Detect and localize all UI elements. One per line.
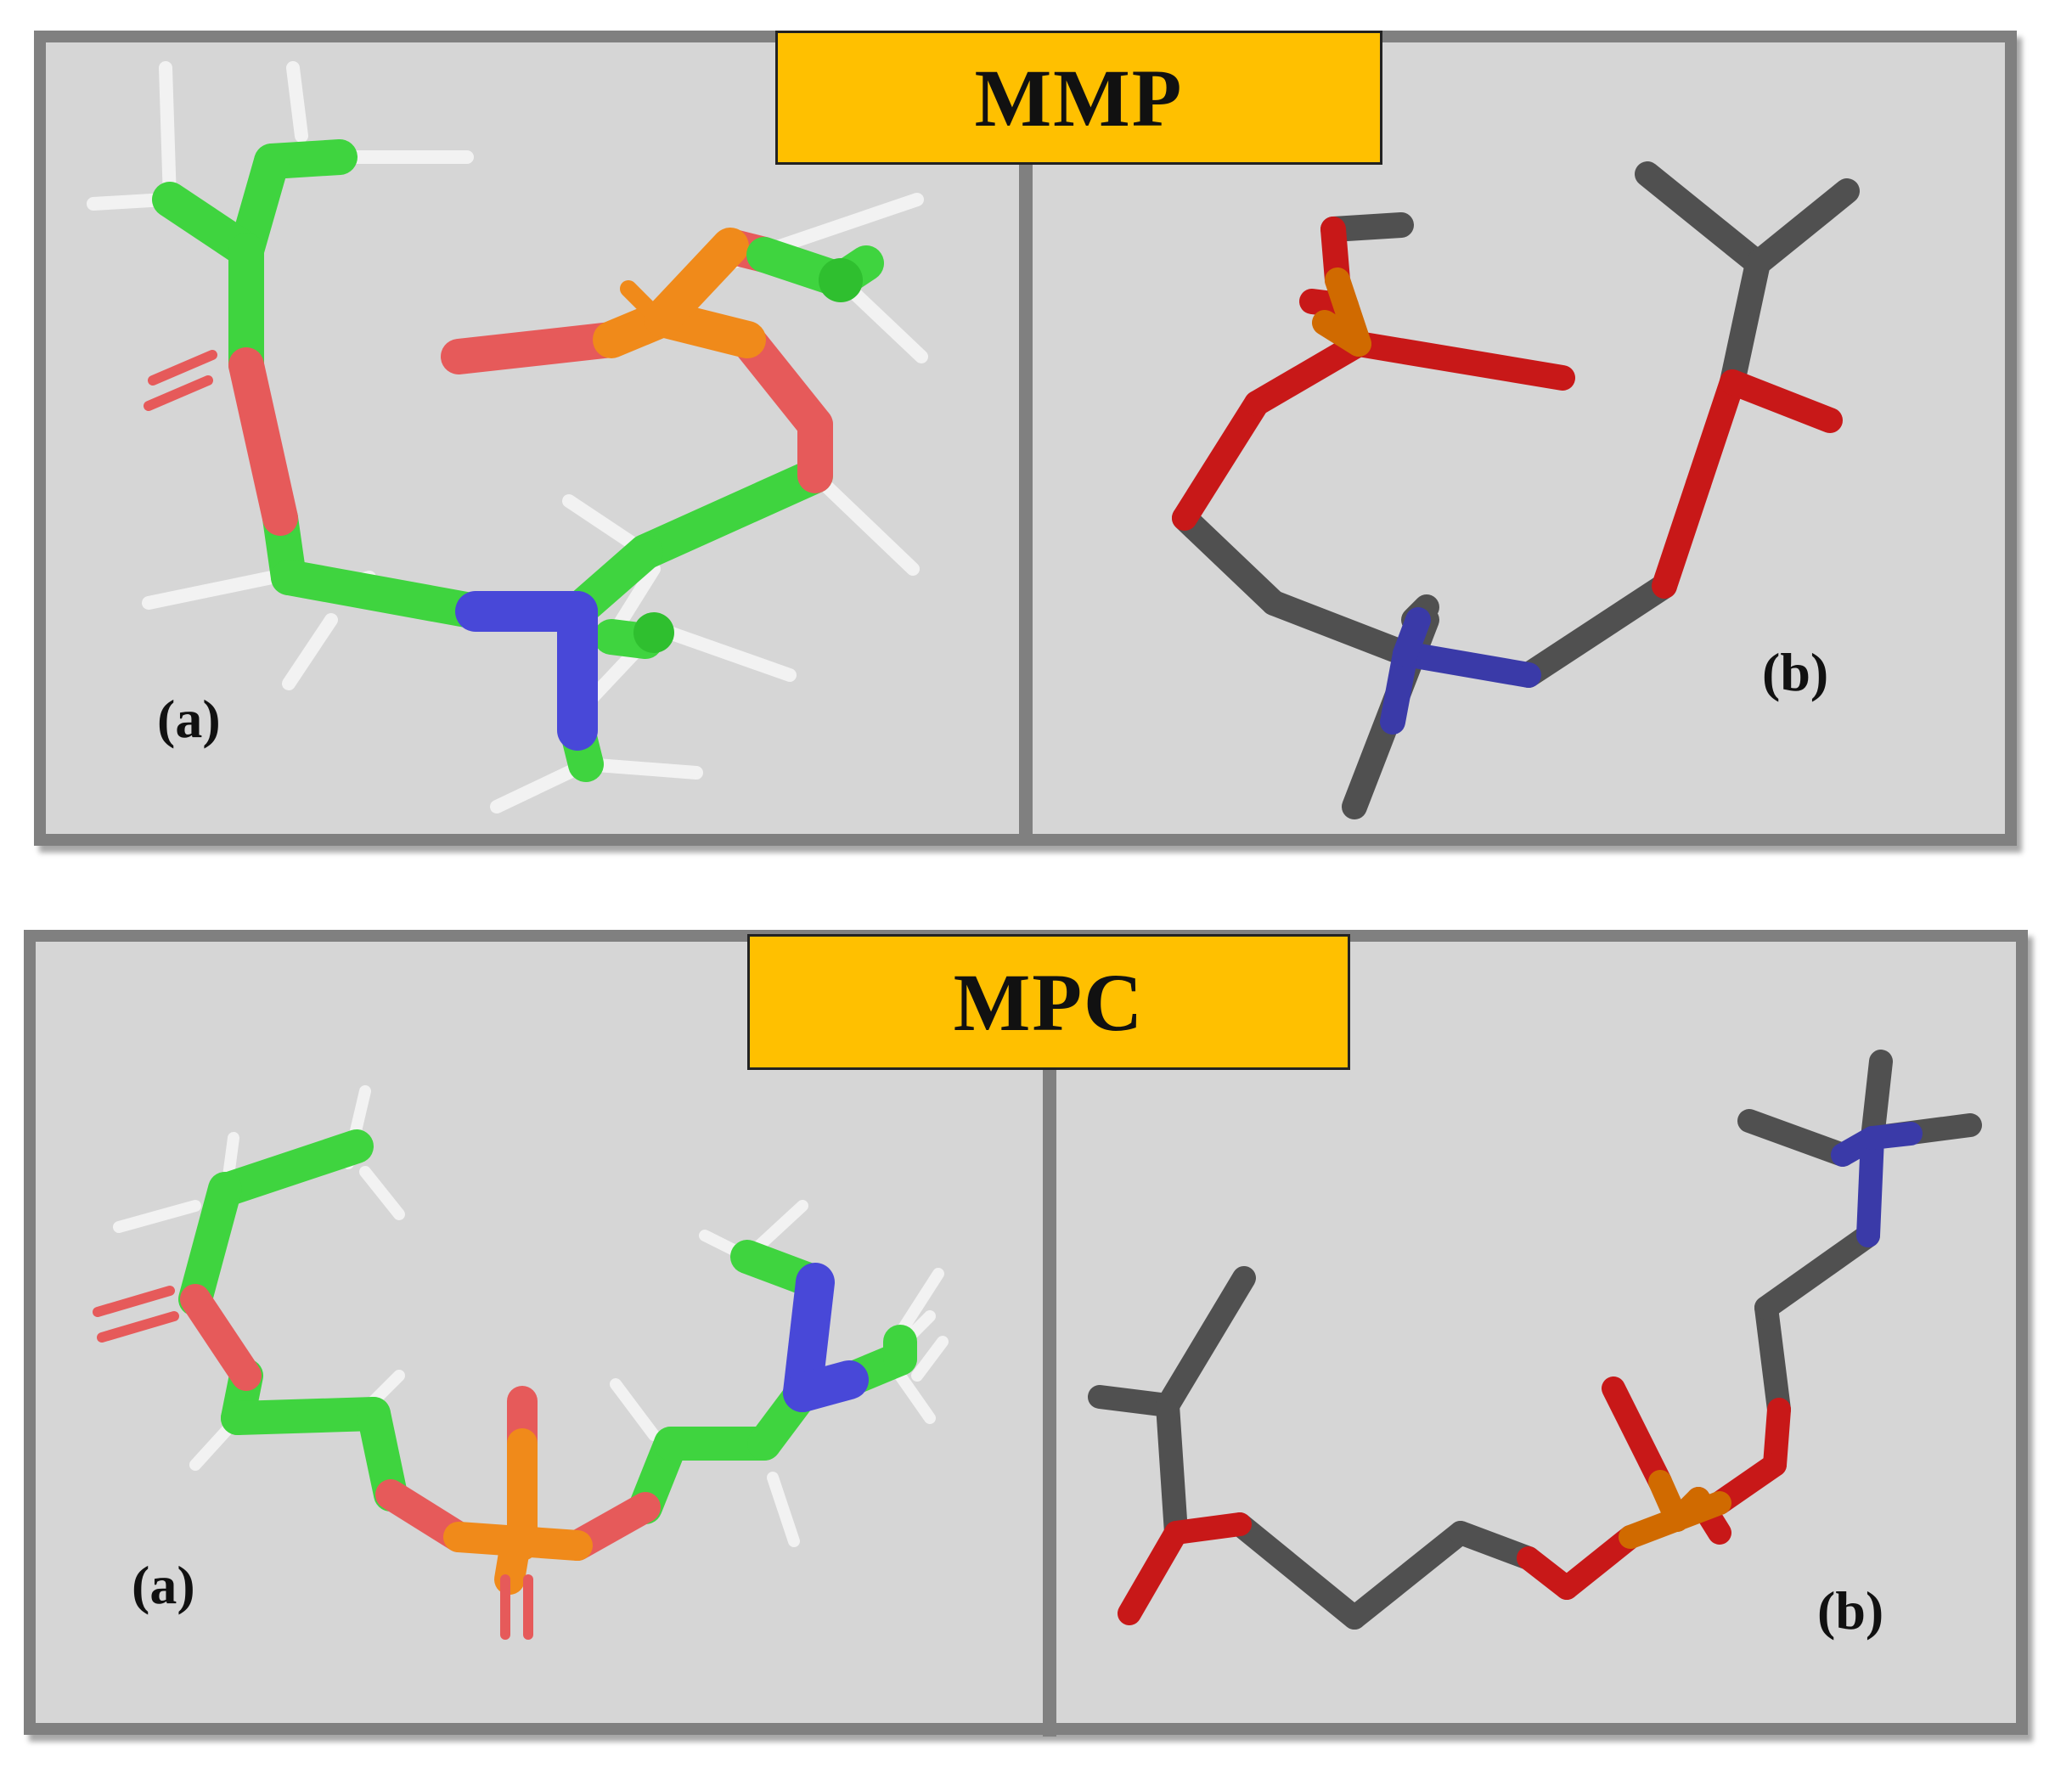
mpc-label-b: (b) — [1817, 1580, 1884, 1641]
mmp-label-a: (a) — [157, 689, 221, 749]
mpc-label-a: (a) — [132, 1555, 195, 1615]
mpc-divider — [1043, 1070, 1056, 1737]
mmp-stick-model — [87, 61, 928, 813]
mmp-title: MMP — [775, 31, 1382, 165]
mmp-label-b: (b) — [1762, 642, 1829, 702]
mpc-skeletal-model — [1088, 1050, 1982, 1630]
mmp-divider — [1019, 42, 1033, 841]
mpc-title: MPC — [747, 934, 1350, 1070]
mpc-stick-model — [93, 1085, 949, 1640]
mmp-skeletal-model — [1172, 161, 1860, 819]
